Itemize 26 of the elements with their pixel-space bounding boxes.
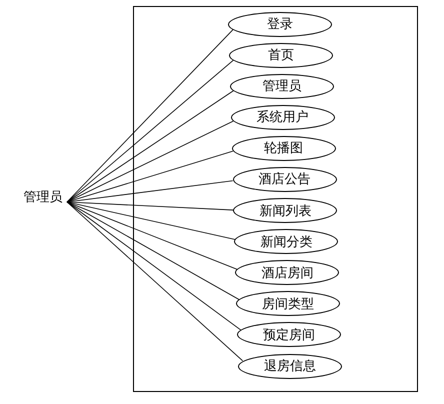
use-case-ellipse: 系统用户 xyxy=(230,104,335,130)
association-line xyxy=(66,180,234,202)
association-line xyxy=(66,120,234,202)
association-line xyxy=(66,150,234,202)
association-line xyxy=(66,202,244,362)
use-case-ellipse: 酒店房间 xyxy=(235,260,340,286)
association-line xyxy=(66,202,238,270)
system-boundary xyxy=(133,6,418,392)
use-case-ellipse: 酒店公告 xyxy=(232,166,337,192)
association-line xyxy=(66,29,234,202)
association-line xyxy=(66,202,240,300)
association-line xyxy=(66,202,234,210)
use-case-ellipse: 新闻列表 xyxy=(233,198,338,224)
use-case-ellipse: 预定房间 xyxy=(237,322,342,348)
use-case-ellipse: 轮播图 xyxy=(232,136,336,161)
use-case-ellipse: 退房信息 xyxy=(238,354,342,378)
use-case-ellipse: 管理员 xyxy=(230,74,334,99)
association-line xyxy=(66,202,236,240)
use-case-ellipse: 房间类型 xyxy=(236,291,340,316)
association-line xyxy=(66,60,234,202)
use-case-ellipse: 首页 xyxy=(228,42,333,68)
actor-label: 管理员 xyxy=(22,188,64,206)
association-line xyxy=(66,202,242,331)
association-line xyxy=(66,90,234,202)
use-case-ellipse: 登录 xyxy=(228,12,332,36)
use-case-ellipse: 新闻分类 xyxy=(234,229,338,254)
